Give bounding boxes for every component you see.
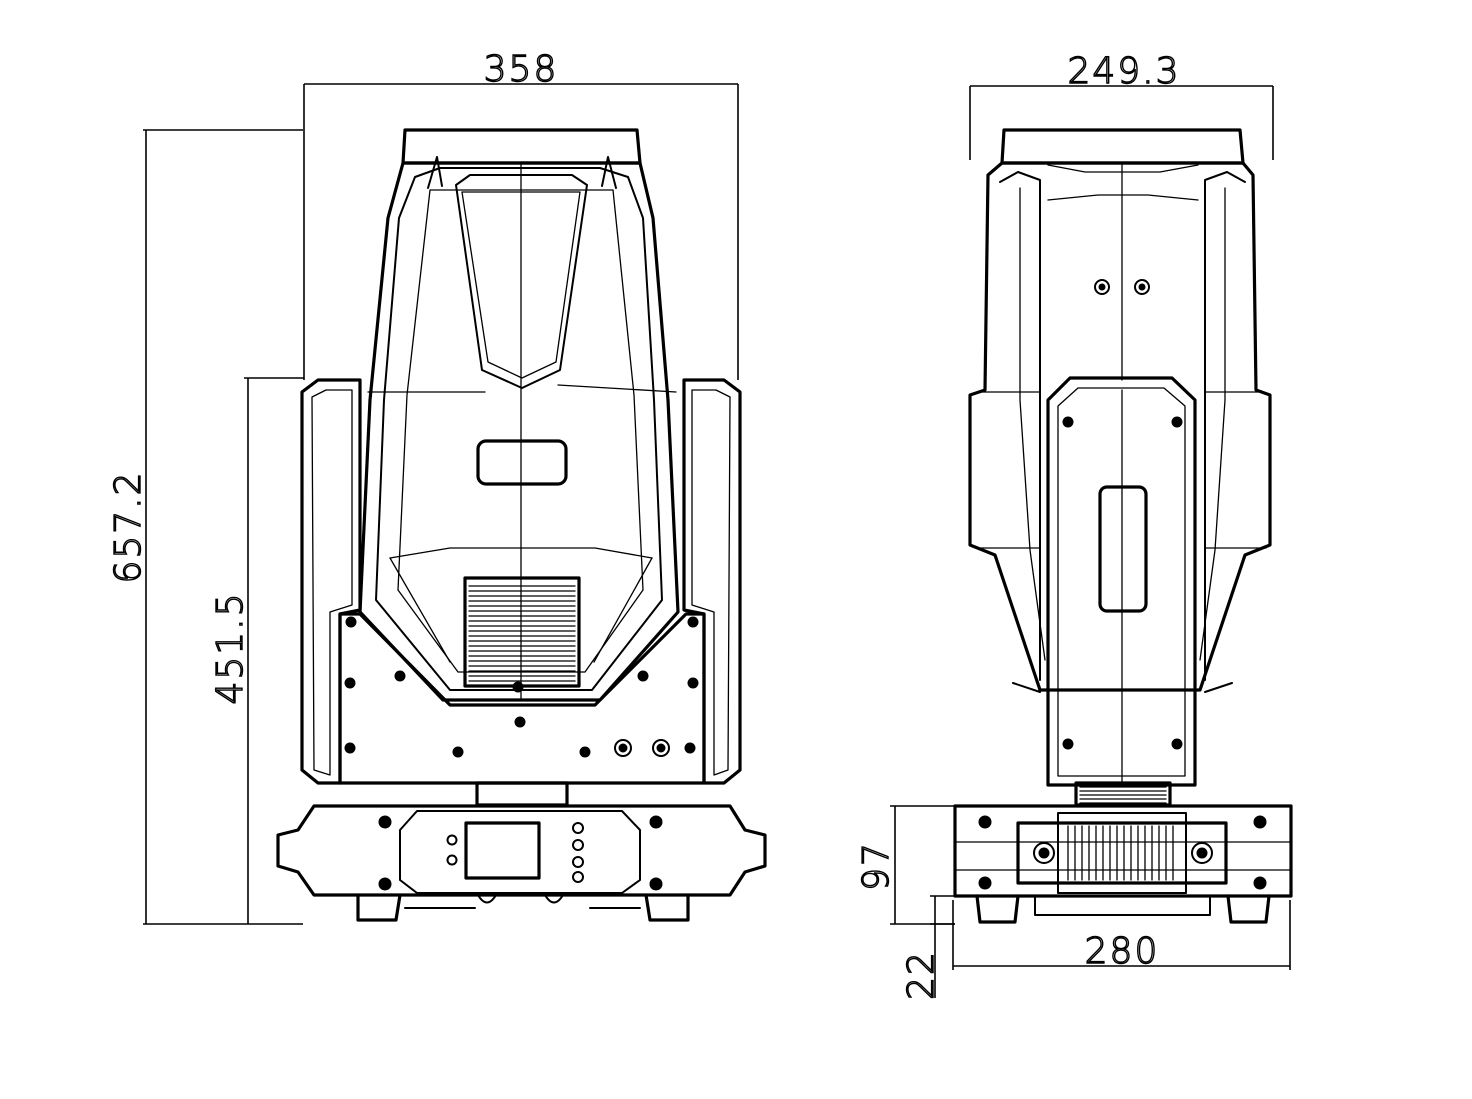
menu-button-dot [572,839,584,851]
front-yoke-right-arm [682,378,742,785]
side-view: 249.3 280 97 22 [855,50,1293,1001]
base-screw [378,815,392,829]
base-screw [378,877,392,891]
dimension-label-22: 22 [901,950,942,1000]
front-yoke-left-arm [300,378,362,785]
side-head-shell [968,161,1272,693]
screw [687,616,699,628]
screw [684,742,696,754]
front-pan-neck [475,781,569,807]
dimension-label-280: 280 [1085,931,1160,972]
base-screw [978,815,992,829]
front-display-screen [464,821,541,880]
dimension-base-height: 97 [855,805,955,925]
dimension-label-249-3: 249.3 [1067,51,1180,92]
dimension-label-451-5: 451.5 [210,591,251,704]
front-yoke-panel [338,612,706,785]
front-vent-grille [463,576,581,688]
screw [514,716,526,728]
side-base [953,804,1293,924]
yoke-screw [1062,738,1074,750]
base-screw [649,877,663,891]
menu-button-dot [572,822,584,834]
front-base [276,804,767,922]
dimension-label-97: 97 [856,841,897,891]
front-head-shell [358,156,680,702]
base-screw [978,876,992,890]
base-screw [1253,876,1267,890]
dimension-height-front: 657.2 [107,129,303,925]
indicator-led [446,834,458,846]
front-label-plate [476,439,568,486]
handle-knob-center [1038,847,1050,859]
dimension-arm-height: 451.5 [209,377,304,924]
side-lens-cap [1000,128,1245,165]
menu-button-dot [572,856,584,868]
screw [452,746,464,758]
base-screw [1253,815,1267,829]
screw [394,670,406,682]
screw [579,746,591,758]
dimension-label-657-2: 657.2 [108,470,149,583]
screw [687,677,699,689]
yoke-screw [1171,738,1183,750]
handle-knob-center [1196,847,1208,859]
menu-button-dot [572,871,584,883]
screw [344,677,356,689]
dimension-depth-side: 249.3 [969,50,1274,160]
connector-pin [618,743,628,753]
yoke-screw [1171,416,1183,428]
dimension-foot-height: 22 [900,895,955,1001]
yoke-screw [1062,416,1074,428]
base-screw [649,815,663,829]
indicator-led [446,854,458,866]
dimension-base-width: 280 [952,900,1291,973]
front-view: 358 657.2 451.5 [107,48,767,925]
side-handle-slot [1098,485,1148,613]
screw [344,742,356,754]
dimension-width-front: 358 [303,48,739,380]
side-yoke-arm [1046,376,1197,787]
screw [345,616,357,628]
front-lens-cap [401,128,642,165]
screw [637,670,649,682]
dimension-label-358: 358 [484,49,559,90]
screw [512,681,524,693]
connector-pin [656,743,666,753]
